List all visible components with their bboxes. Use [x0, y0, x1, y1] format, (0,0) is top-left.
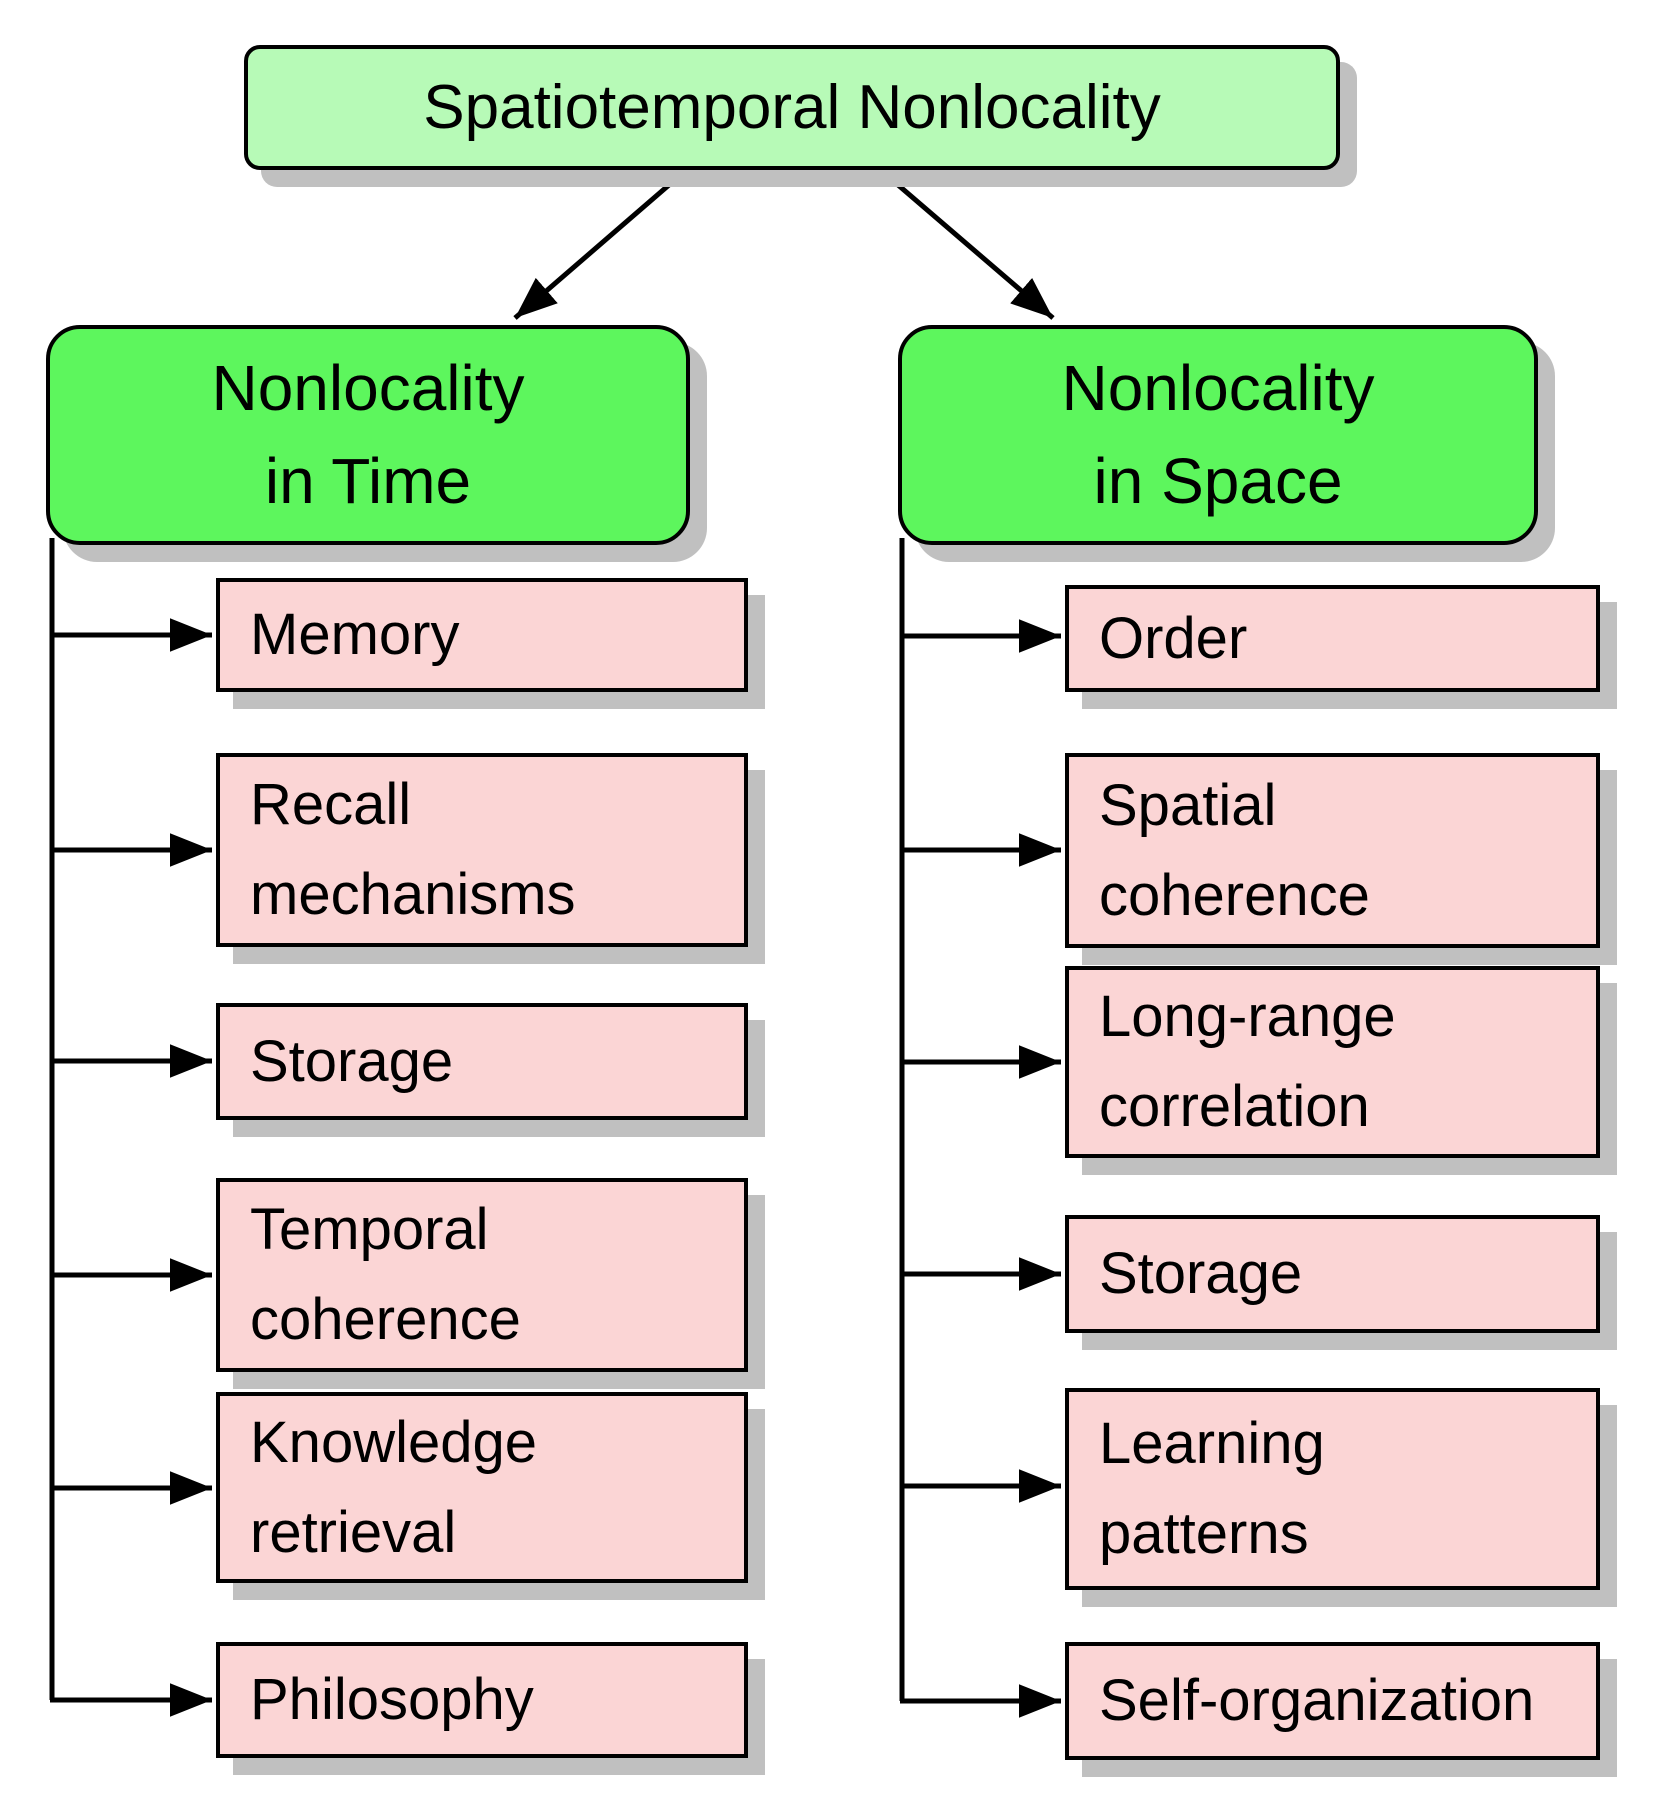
- node-self-organization: Self-organization: [1065, 1642, 1600, 1760]
- node-temporal-coherence: Temporal coherence: [216, 1178, 748, 1372]
- node-storage-space: Storage: [1065, 1215, 1600, 1333]
- node-nonlocality-in-space: Nonlocality in Space: [898, 325, 1538, 545]
- branch-time-label-line2: in Time: [264, 445, 472, 517]
- root-label: Spatiotemporal Nonlocality: [423, 73, 1161, 142]
- branch-time-label-line1: Nonlocality: [211, 352, 525, 425]
- node-nonlocality-in-time: Nonlocality in Time: [46, 325, 690, 545]
- node-spatial-coherence: Spatial coherence: [1065, 753, 1600, 948]
- edge-root-to-space: [881, 170, 1055, 320]
- node-order: Order: [1065, 585, 1600, 692]
- node-philosophy: Philosophy: [216, 1642, 748, 1758]
- node-spatiotemporal-nonlocality: Spatiotemporal Nonlocality: [244, 45, 1340, 170]
- edge-root-to-time: [513, 170, 686, 320]
- node-long-range-correlation: Long-range correlation: [1065, 966, 1600, 1158]
- node-storage-time: Storage: [216, 1003, 748, 1120]
- branch-space-label-line1: Nonlocality: [1061, 352, 1375, 425]
- node-recall-mechanisms: Recall mechanisms: [216, 753, 748, 947]
- node-memory: Memory: [216, 578, 748, 692]
- branch-space-label-line2: in Space: [1093, 445, 1343, 517]
- node-knowledge-retrieval: Knowledge retrieval: [216, 1392, 748, 1583]
- node-learning-patterns: Learning patterns: [1065, 1388, 1600, 1590]
